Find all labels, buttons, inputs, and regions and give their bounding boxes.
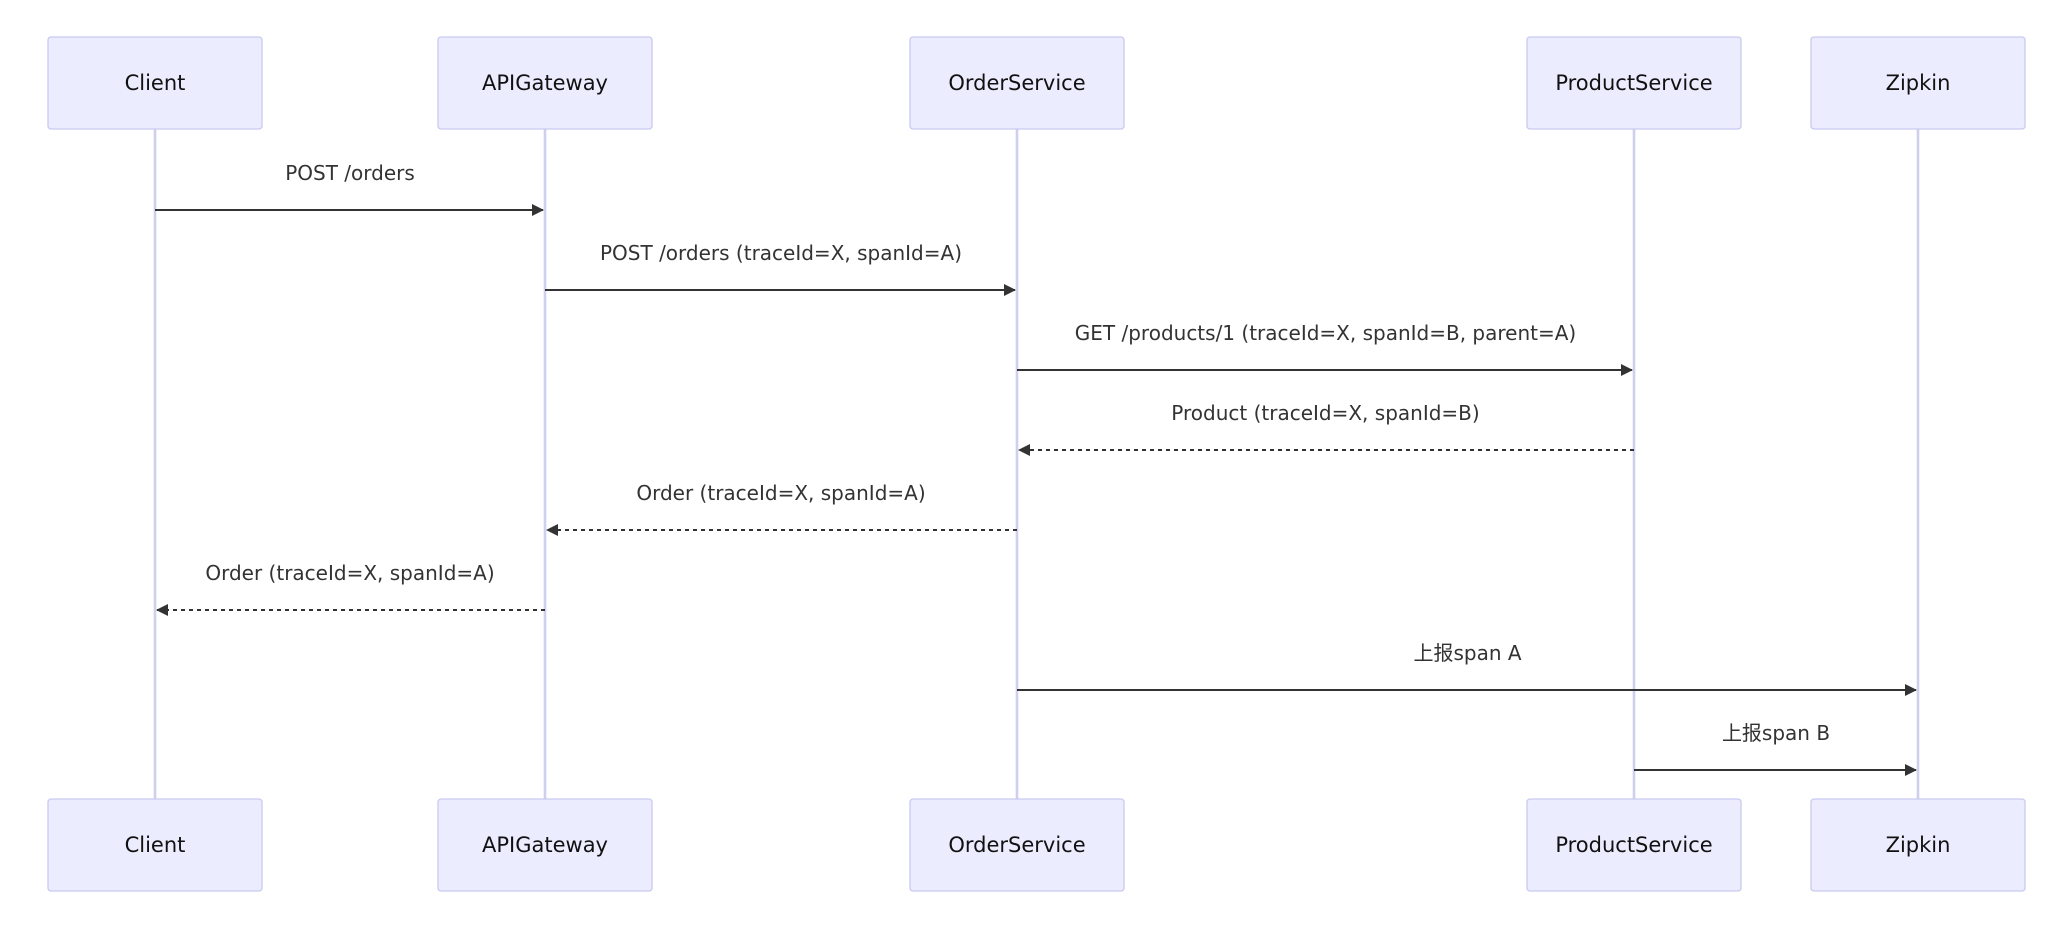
actor-label: Zipkin [1886,71,1951,95]
message-7: 上报span A [1017,641,1917,696]
message-3: GET /products/1 (traceId=X, spanId=B, pa… [1017,321,1633,376]
actor-label: OrderService [948,71,1085,95]
actor-zipkin-top: Zipkin [1810,36,2026,130]
actor-label: Client [125,71,186,95]
message-label: Order (traceId=X, spanId=A) [636,481,925,505]
actor-box [47,36,263,130]
actor-box [47,798,263,892]
message-label: 上报span A [1413,641,1521,665]
actor-order-service-bottom: OrderService [909,798,1125,892]
actor-order-service-top: OrderService [909,36,1125,130]
actor-box [437,36,653,130]
actor-label: ProductService [1555,71,1712,95]
actor-box [909,798,1125,892]
actor-client-bottom: Client [47,798,263,892]
actor-box [1526,798,1742,892]
actor-label: APIGateway [482,71,608,95]
message-label: 上报span B [1722,721,1830,745]
message-label: GET /products/1 (traceId=X, spanId=B, pa… [1075,321,1576,345]
actor-product-service-bottom: ProductService [1526,798,1742,892]
message-8: 上报span B [1634,721,1917,776]
message-2: POST /orders (traceId=X, spanId=A) [545,241,1016,296]
message-4: Product (traceId=X, spanId=B) [1018,401,1634,456]
message-6: Order (traceId=X, spanId=A) [156,561,545,616]
actor-box [1810,36,2026,130]
actors-top: Client APIGateway OrderService ProductServi… [47,36,2026,130]
actor-label: OrderService [948,833,1085,857]
actor-product-service-top: ProductService [1526,36,1742,130]
actor-apigateway-bottom: APIGateway [437,798,653,892]
message-label: Order (traceId=X, spanId=A) [205,561,494,585]
message-1: POST /orders [155,161,544,216]
actor-zipkin-bottom: Zipkin [1810,798,2026,892]
message-label: POST /orders (traceId=X, spanId=A) [600,241,962,265]
message-5: Order (traceId=X, spanId=A) [546,481,1017,536]
actors-bottom: Client APIGateway OrderService ProductServi… [47,798,2026,892]
actor-apigateway-top: APIGateway [437,36,653,130]
actor-label: Zipkin [1886,833,1951,857]
actor-label: Client [125,833,186,857]
message-label: Product (traceId=X, spanId=B) [1171,401,1479,425]
actor-box [1526,36,1742,130]
actor-box [437,798,653,892]
actor-client-top: Client [47,36,263,130]
actor-label: APIGateway [482,833,608,857]
actor-box [1810,798,2026,892]
message-label: POST /orders [285,161,415,185]
actor-label: ProductService [1555,833,1712,857]
actor-box [909,36,1125,130]
lifelines [153,129,1920,799]
